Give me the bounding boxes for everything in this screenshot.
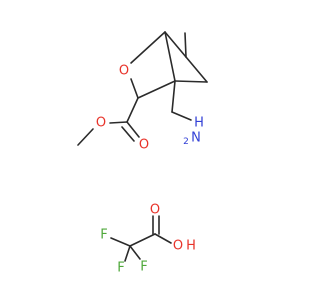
atom-nh2-subscript: 2 (183, 137, 189, 147)
bond-ca-c4 (174, 80, 208, 83)
atom-o-ester: O (96, 116, 106, 131)
atom-tfa-oh-o: O (173, 239, 183, 254)
bond-c3-c4 (137, 80, 176, 99)
atom-tfa-o-carbonyl: O (150, 203, 160, 218)
structure-canvas: O O O H N 2 O O H F F F (77, 31, 208, 276)
atom-o-ring: O (119, 64, 129, 79)
bond-tfa-c-oh (154, 233, 172, 244)
atom-o-carbonyl: O (139, 138, 149, 153)
bond-o-c3 (130, 78, 139, 99)
bond-c1-cb (164, 31, 187, 58)
bond-tfa-cf2 (124, 245, 131, 262)
bond-oester-methyl (77, 128, 94, 146)
bond-c4-ch2 (171, 80, 176, 113)
bond-tfa-cf1 (110, 237, 131, 247)
tfa-bonds (110, 215, 172, 262)
bond-methyl (184, 32, 187, 58)
bond-c1-o (130, 31, 166, 64)
atom-nh2-h: H (194, 116, 204, 131)
bond-c3-ccarb (126, 97, 139, 123)
main-molecule-bonds (77, 31, 208, 146)
atom-tfa-f3: F (140, 260, 147, 275)
bond-tfa-cf3 (129, 245, 141, 260)
bond-c-o-double-b (121, 126, 135, 142)
bond-c1-c4-front (164, 31, 176, 82)
bond-cb-ca (185, 56, 208, 83)
atom-tfa-f2: F (117, 261, 124, 276)
bond-c-oester (109, 121, 128, 124)
atom-tfa-f1: F (100, 228, 107, 243)
atom-tfa-oh-h: H (186, 239, 196, 254)
atom-nh2-n: N (191, 131, 201, 146)
bond-tfa-c-c (129, 233, 156, 247)
bond-c-o-double-a (126, 121, 140, 138)
chemical-structure: O O O H N 2 O O H F F F (77, 31, 208, 276)
bond-ch2-n (171, 111, 192, 121)
